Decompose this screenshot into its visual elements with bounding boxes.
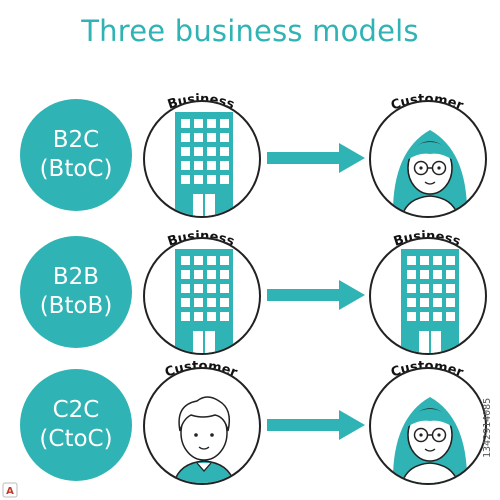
badge-code: B2B	[52, 264, 100, 290]
badge-code: B2C	[52, 127, 100, 153]
arrow-icon	[267, 410, 365, 440]
right-circle	[369, 367, 487, 485]
svg-text:A: A	[6, 486, 14, 497]
arrow-icon	[267, 280, 365, 310]
woman-with-glasses-icon	[392, 396, 468, 483]
page-title: Three business models	[81, 14, 419, 48]
row-b2b: B2B (BtoB) Business Business	[0, 207, 500, 367]
man-icon	[172, 396, 236, 483]
left-circle	[143, 367, 261, 485]
watermark-id: 1342914085	[482, 397, 493, 458]
right-circle	[369, 100, 487, 218]
woman-with-glasses-icon	[392, 129, 468, 216]
stock-logo-icon: A	[2, 482, 18, 498]
right-circle	[369, 237, 487, 355]
model-badge: B2C (BtoC)	[20, 99, 132, 211]
badge-code: C2C	[52, 397, 100, 423]
row-b2c: B2C (BtoC) Business Customer	[0, 70, 500, 230]
model-badge: C2C (CtoC)	[20, 369, 132, 481]
left-circle	[143, 100, 261, 218]
building-icon	[174, 111, 234, 216]
badge-longform: (CtoC)	[39, 426, 113, 452]
arrow-icon	[267, 143, 365, 173]
model-badge: B2B (BtoB)	[20, 236, 132, 348]
badge-longform: (BtoB)	[39, 293, 113, 319]
badge-longform: (BtoC)	[39, 156, 113, 182]
left-circle	[143, 237, 261, 355]
row-c2c: C2C (CtoC) Customer Customer	[0, 337, 500, 497]
